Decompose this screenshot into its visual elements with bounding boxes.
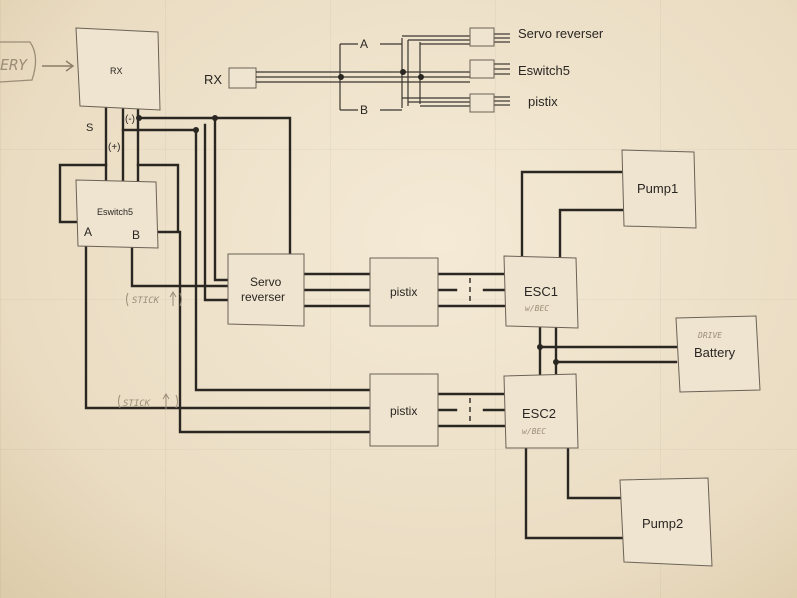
battery-drive-note: DRIVE bbox=[697, 331, 722, 340]
servo-reverser-label-line1: Servo bbox=[250, 275, 282, 289]
battery-label: Battery bbox=[694, 345, 736, 360]
pistix-bottom-label: pistix bbox=[390, 404, 417, 418]
servo-reverser-label-line2: reverser bbox=[241, 290, 285, 304]
esc2-label: ESC2 bbox=[522, 406, 556, 421]
legend-rx-label: RX bbox=[204, 72, 222, 87]
rx-pin-plus-label: (+) bbox=[108, 142, 121, 153]
legend-eswitch-label: Eswitch5 bbox=[518, 63, 570, 78]
pistix-top-label: pistix bbox=[390, 285, 417, 299]
legend-junction-1 bbox=[338, 74, 344, 80]
esc1-label: ESC1 bbox=[524, 284, 558, 299]
legend-a-label: A bbox=[360, 37, 368, 51]
legend-rx-plug bbox=[228, 67, 257, 89]
stick-bottom-label: STICK bbox=[123, 399, 151, 409]
pump2-module: Pump2 bbox=[619, 477, 713, 567]
servo-reverser-module: Servo reverser bbox=[227, 253, 305, 327]
pump1-label: Pump1 bbox=[637, 181, 678, 196]
legend-pistix-label: pistix bbox=[528, 94, 558, 109]
legend-bus-wires bbox=[256, 33, 510, 111]
legend-junction-2 bbox=[400, 69, 406, 75]
stick-top-label: STICK bbox=[132, 296, 160, 306]
stick-annotation-bottom: STICK bbox=[118, 393, 178, 409]
pistix-top-module: pistix bbox=[369, 257, 439, 327]
rx-label: RX bbox=[110, 66, 123, 76]
eswitch-label: Eswitch5 bbox=[97, 207, 133, 217]
legend-pistix-connector bbox=[469, 93, 495, 113]
eswitch-b-label: B bbox=[132, 228, 140, 242]
legend-b-label: B bbox=[360, 103, 368, 117]
main-wires bbox=[58, 106, 678, 540]
legend-servo-connector bbox=[469, 27, 495, 47]
esc2-note: w/BEC bbox=[522, 427, 546, 436]
battery-module: DRIVE Battery bbox=[675, 315, 761, 393]
eswitch-a-label: A bbox=[84, 225, 92, 239]
esc1-note: w/BEC bbox=[525, 304, 549, 313]
eswitch-module: Eswitch5 A B bbox=[75, 179, 159, 249]
esc1-module: ESC1 w/BEC bbox=[503, 255, 579, 329]
pump2-label: Pump2 bbox=[642, 516, 683, 531]
battery-fragment: ERY bbox=[0, 41, 75, 83]
legend-group: RX bbox=[204, 26, 604, 117]
rx-pin-s-label: S bbox=[86, 122, 93, 134]
rx-pin-minus-label: (-) bbox=[125, 114, 135, 125]
battery-partial-label: ERY bbox=[0, 56, 28, 74]
legend-servo-reverser-label: Servo reverser bbox=[518, 26, 604, 41]
stick-annotation-top: STICK bbox=[126, 291, 182, 307]
esc2-module: ESC2 w/BEC bbox=[503, 373, 579, 449]
pump1-module: Pump1 bbox=[621, 149, 697, 229]
legend-junction-3 bbox=[418, 74, 424, 80]
legend-eswitch-connector bbox=[469, 59, 495, 79]
rx-module: RX bbox=[75, 27, 161, 111]
pistix-bottom-module: pistix bbox=[369, 373, 439, 447]
